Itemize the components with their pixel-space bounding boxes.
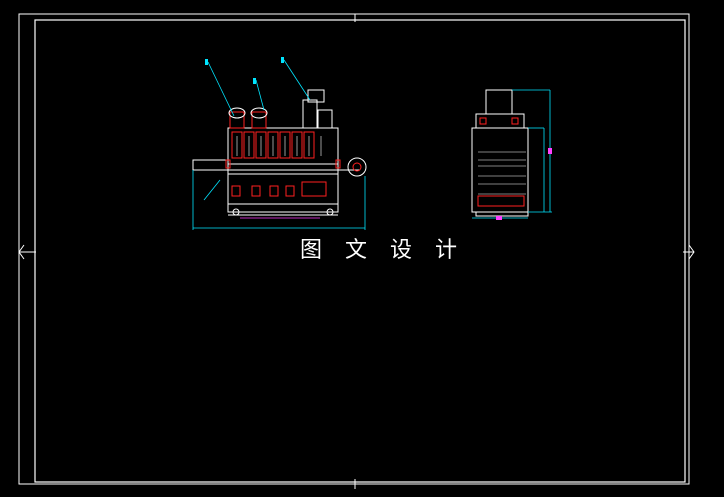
centering-marks [18, 14, 695, 489]
side-view [471, 89, 552, 220]
watermark-text: 图 文 设 计 [300, 238, 465, 263]
drawing-frame [34, 19, 686, 483]
sheet-outer-border [18, 13, 690, 485]
front-view [192, 57, 367, 230]
